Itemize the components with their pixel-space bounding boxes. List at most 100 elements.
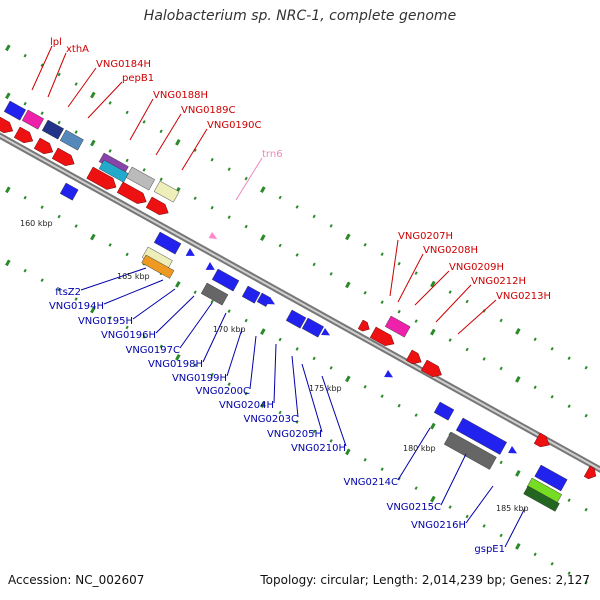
gene-label-vng0189c[interactable]: VNG0189C xyxy=(181,105,236,116)
tick-mark xyxy=(57,287,61,292)
tick-mark xyxy=(533,552,537,557)
map-title: Halobacterium sp. NRC-1, complete genome xyxy=(143,8,457,24)
gene-label-trn6[interactable]: trn6 xyxy=(262,149,283,160)
tick-mark xyxy=(430,495,436,503)
reverse-gene-labels: ftsZ2 VNG0194H VNG0195H VNG0196H VNG0197… xyxy=(49,287,505,555)
tick-mark xyxy=(499,318,503,323)
tick-mark xyxy=(482,524,486,528)
gene-block xyxy=(384,315,411,338)
leader-line xyxy=(397,427,431,481)
gene-label-vng0208h[interactable]: VNG0208H xyxy=(423,245,478,256)
gene-label-vng0196h[interactable]: VNG0196H xyxy=(101,330,156,341)
tick-mark xyxy=(567,571,571,576)
gene-label-lpl[interactable]: lpl xyxy=(50,37,62,48)
kbp-labels: 160 kbp 165 kbp 170 kbp 175 kbp 180 kbp … xyxy=(20,219,529,513)
tick-mark xyxy=(584,413,588,418)
tick-mark xyxy=(90,91,96,99)
gene-label-vng0184h[interactable]: VNG0184H xyxy=(96,59,151,70)
tick-mark xyxy=(533,385,537,390)
tick-mark xyxy=(278,195,282,200)
gene-block xyxy=(59,182,79,201)
tick-mark xyxy=(159,344,163,349)
gene-label-vng0212h[interactable]: VNG0212H xyxy=(471,276,526,287)
tick-mark xyxy=(74,82,78,86)
tick-mark xyxy=(515,376,521,383)
tick-mark xyxy=(244,176,248,181)
gene-label-vng0216h[interactable]: VNG0216H xyxy=(411,520,466,531)
tick-mark xyxy=(312,356,316,361)
gene-label-vng0207h[interactable]: VNG0207H xyxy=(398,231,453,242)
tick-mark xyxy=(5,259,11,267)
tick-mark xyxy=(193,290,197,295)
tick-mark xyxy=(159,129,163,134)
tick-mark xyxy=(210,205,214,210)
tick-mark xyxy=(482,357,486,361)
tick-mark xyxy=(40,205,44,209)
tick-mark xyxy=(278,337,282,342)
gene-arrow xyxy=(116,181,147,204)
gene-label-vng0198h[interactable]: VNG0198H xyxy=(148,359,203,370)
gene-label-vng0200c[interactable]: VNG0200C xyxy=(195,386,250,397)
leader-line xyxy=(397,253,424,303)
gene-label-gspe1[interactable]: gspE1 xyxy=(474,544,505,555)
tick-mark xyxy=(363,457,367,462)
leader-line xyxy=(132,288,176,320)
tick-mark xyxy=(515,543,521,550)
gene-arrow xyxy=(33,137,54,155)
gene-label-vng0195h[interactable]: VNG0195H xyxy=(78,316,133,327)
gene-label-vng0199h[interactable]: VNG0199H xyxy=(172,373,227,384)
tick-mark xyxy=(244,391,248,396)
tick-mark xyxy=(125,158,129,163)
tick-mark xyxy=(159,177,163,182)
gene-label-ftsz2[interactable]: ftsZ2 xyxy=(55,287,81,298)
gene-label-vng0188h[interactable]: VNG0188H xyxy=(153,90,208,101)
leader-line xyxy=(226,328,243,377)
tick-mark xyxy=(550,346,554,351)
leader-line xyxy=(435,284,472,323)
gene-label-vng0190c[interactable]: VNG0190C xyxy=(207,120,262,131)
tick-mark xyxy=(430,328,436,336)
leader-line xyxy=(87,81,123,119)
gene-label-vng0210h[interactable]: VNG0210H xyxy=(291,443,346,454)
tick-mark xyxy=(227,382,231,386)
gene-arrow xyxy=(0,116,14,134)
gene-label-vng0214c[interactable]: VNG0214C xyxy=(343,477,398,488)
tick-mark xyxy=(515,470,521,477)
gene-label-vng0205h[interactable]: VNG0205H xyxy=(267,429,322,440)
gene-label-vng0204h[interactable]: VNG0204H xyxy=(219,400,274,411)
tick-mark xyxy=(227,167,231,171)
tick-mark xyxy=(5,186,11,194)
gene-block xyxy=(41,119,65,140)
gene-label-vng0203c[interactable]: VNG0203C xyxy=(243,414,298,425)
gene-label-vng0194h[interactable]: VNG0194H xyxy=(49,301,104,312)
tick-mark xyxy=(57,120,61,125)
leader-line xyxy=(181,128,208,171)
tick-mark xyxy=(363,290,367,295)
tick-mark xyxy=(499,533,503,538)
tick-mark xyxy=(23,101,27,106)
tick-mark xyxy=(533,337,537,342)
tick-mark xyxy=(414,413,418,417)
leader-line xyxy=(321,375,347,447)
gene-triangle xyxy=(266,297,276,305)
gene-label-pepb1[interactable]: pepB1 xyxy=(122,73,154,84)
tick-mark xyxy=(278,243,282,248)
kbp-label: 170 kbp xyxy=(213,325,246,334)
tick-mark xyxy=(380,252,384,257)
gene-label-vng0209h[interactable]: VNG0209H xyxy=(449,262,504,273)
tick-mark xyxy=(260,401,266,408)
leader-line xyxy=(179,302,213,349)
tick-mark xyxy=(295,347,299,351)
gene-label-vng0213h[interactable]: VNG0213H xyxy=(496,291,551,302)
leader-line xyxy=(440,453,467,506)
tick-mark xyxy=(329,439,333,443)
tick-mark xyxy=(23,195,27,200)
gene-label-vng0215c[interactable]: VNG0215C xyxy=(386,502,441,513)
forward-gene-labels: lpl xthA VNG0184H pepB1 VNG0188H VNG0189… xyxy=(50,37,551,302)
gene-label-xtha[interactable]: xthA xyxy=(66,44,89,55)
gene-block xyxy=(3,100,27,121)
gene-block xyxy=(153,231,182,255)
gene-label-vng0197c[interactable]: VNG0197C xyxy=(125,345,180,356)
tick-mark xyxy=(414,486,418,490)
